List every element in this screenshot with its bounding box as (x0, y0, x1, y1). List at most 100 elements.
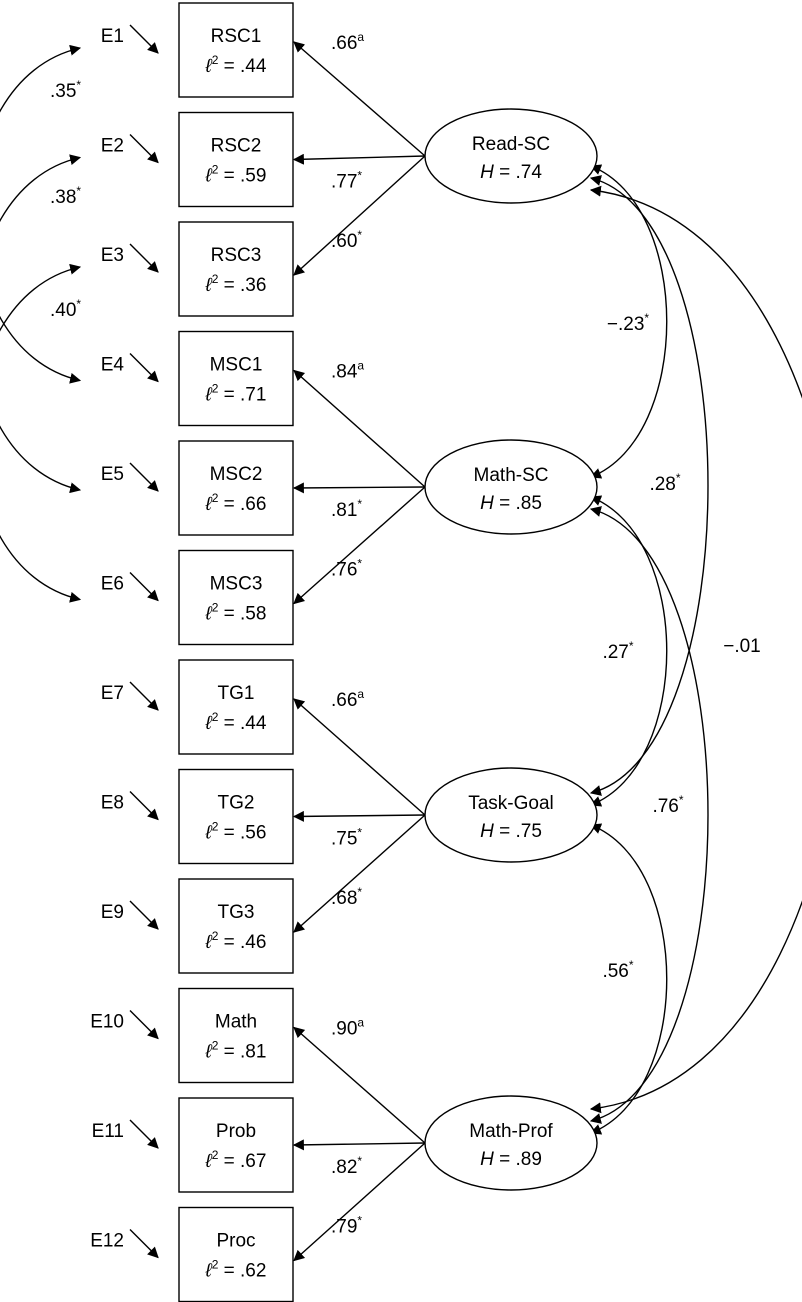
indicator-name: TG1 (218, 683, 255, 704)
indicator-box (178, 878, 294, 974)
error-label-e2: E2 (101, 136, 124, 157)
loading-label: .82* (331, 1154, 362, 1178)
error-arrow (129, 791, 159, 821)
factor-h: H = .75 (480, 821, 542, 842)
indicator-rsc2: RSC2 ℓ2 = .59 (178, 111, 294, 208)
loading-arrow (293, 698, 426, 816)
loading-label: .84a (331, 359, 364, 383)
indicator-rsc1: RSC1 ℓ2 = .44 (178, 2, 294, 98)
error-label-e9: E9 (101, 902, 124, 923)
path-lines (0, 24, 802, 1262)
factor-correlation-label: −.01 (723, 636, 761, 657)
factor-correlation-arc (589, 175, 709, 796)
indicator-r2: ℓ2 = .59 (205, 163, 267, 187)
loading-arrow (293, 814, 426, 933)
error-covariance-arc (0, 263, 82, 603)
loading-arrow (293, 1026, 426, 1144)
indicator-name: MSC1 (210, 355, 263, 376)
loading-label: .66a (331, 30, 364, 54)
indicator-name: RSC2 (211, 136, 262, 157)
indicator-box (178, 1206, 294, 1302)
error-arrow (129, 572, 159, 602)
error-covariance-arc (0, 44, 82, 384)
indicator-r2: ℓ2 = .67 (205, 1148, 267, 1172)
indicator-name: MSC3 (210, 574, 263, 595)
indicator-r2: ℓ2 = .81 (205, 1039, 267, 1063)
indicator-name: Math (215, 1012, 257, 1033)
error-label-e7: E7 (101, 683, 124, 704)
error-label-e10: E10 (90, 1012, 124, 1033)
factor-correlation-label: .27* (602, 639, 633, 663)
factor-correlation-arc (589, 185, 802, 1114)
indicator-rsc3: RSC3 ℓ2 = .36 (178, 221, 294, 317)
error-arrow (129, 681, 159, 711)
error-covariance-label: .35* (50, 78, 81, 102)
factor-correlation-label: .28* (649, 471, 680, 495)
error-covariance-arc (0, 154, 82, 494)
factor-math-prof: Math-Prof H = .89 (424, 1095, 598, 1191)
indicator-box (178, 768, 294, 865)
factor-correlation-label: .56* (602, 958, 633, 982)
factor-name: Read-SC (472, 134, 550, 155)
loading-label: .79* (331, 1214, 362, 1238)
indicator-r2: ℓ2 = .44 (205, 53, 267, 77)
indicator-box (178, 659, 294, 755)
error-label-e6: E6 (101, 574, 124, 595)
indicator-r2: ℓ2 = .62 (205, 1258, 267, 1282)
error-arrow (129, 243, 159, 273)
factor-ellipse (424, 767, 598, 863)
factor-correlation-label: −.23* (607, 311, 650, 335)
indicator-r2: ℓ2 = .56 (205, 820, 267, 844)
error-label-e11: E11 (92, 1121, 124, 1142)
loading-arrow (293, 1142, 426, 1262)
loading-label: .76* (331, 557, 362, 581)
factor-correlation-arc (589, 823, 668, 1135)
indicator-name: TG3 (218, 902, 255, 923)
indicator-box (178, 549, 294, 646)
error-arrow (129, 353, 159, 383)
error-arrow (129, 1010, 159, 1040)
indicator-r2: ℓ2 = .71 (205, 382, 267, 406)
loading-arrow (293, 486, 426, 605)
error-label-e4: E4 (101, 355, 125, 376)
indicator-box (178, 2, 294, 98)
loading-arrow (293, 369, 426, 488)
loading-label: .77* (331, 169, 362, 193)
error-arrow (129, 134, 159, 164)
indicator-r2: ℓ2 = .36 (205, 272, 267, 296)
error-label-e8: E8 (101, 793, 124, 814)
loading-arrow (292, 482, 426, 494)
indicator-math: Math ℓ2 = .81 (178, 987, 294, 1084)
path-labels: .66a.77*.60*.84a.81*.76*.66a.75*.68*.90a… (50, 30, 761, 1238)
loading-label: .75* (331, 826, 362, 850)
error-arrow (129, 900, 159, 930)
error-arrow (129, 24, 159, 54)
factor-name: Math-Prof (469, 1121, 553, 1142)
error-covariance-label: .38* (50, 184, 81, 208)
loading-arrow (292, 153, 426, 165)
indicator-box (178, 987, 294, 1084)
factor-h: H = .85 (480, 493, 542, 514)
factor-h: H = .74 (480, 162, 542, 183)
indicator-name: TG2 (218, 793, 255, 814)
loading-label: .60* (331, 228, 362, 252)
loading-arrow (292, 810, 426, 822)
factor-ellipse (424, 108, 598, 204)
loading-label: .90a (331, 1016, 364, 1040)
indicator-name: RSC1 (211, 26, 262, 47)
indicator-name: RSC3 (211, 245, 262, 266)
factor-math-sc: Math-SCH = .85 (424, 439, 598, 535)
factor-correlation-arc (589, 164, 668, 479)
factor-h: H = .89 (480, 1149, 542, 1170)
loading-arrow (293, 41, 426, 157)
factor-correlation-label: .76* (652, 793, 683, 817)
loading-arrow (292, 1139, 426, 1151)
indicator-box (178, 440, 294, 536)
error-covariance-label: .40* (50, 297, 81, 321)
